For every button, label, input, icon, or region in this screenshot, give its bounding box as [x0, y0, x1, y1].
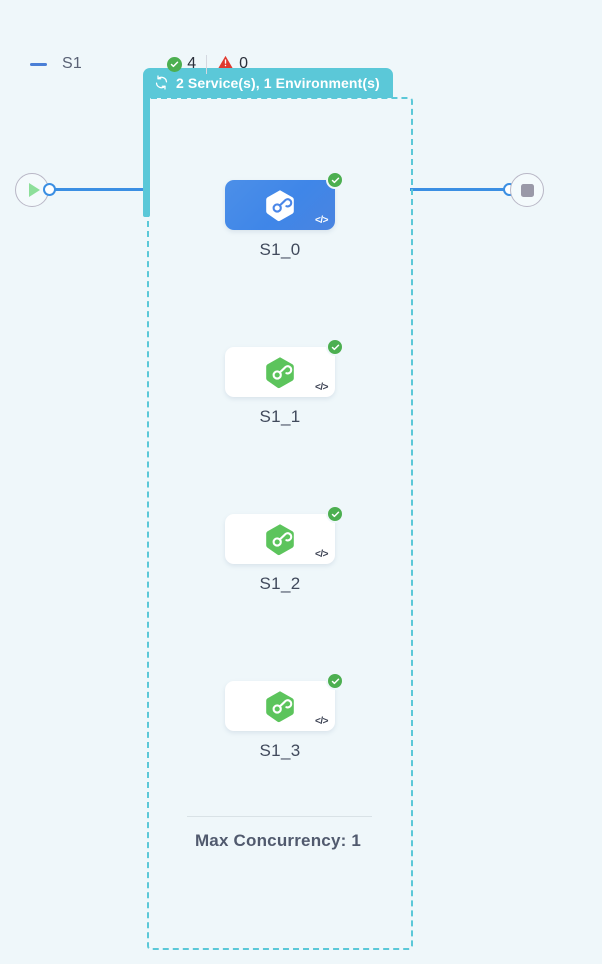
cycle-icon: [154, 75, 169, 90]
node-card[interactable]: </>: [225, 338, 344, 397]
success-counter: 4: [167, 55, 196, 73]
counter-divider: [206, 54, 208, 74]
edge-group-to-end: [410, 188, 506, 191]
group-dashed-container: [147, 97, 413, 950]
group-header-tab[interactable]: 2 Service(s), 1 Environment(s): [143, 68, 393, 98]
start-output-connector[interactable]: [43, 183, 56, 196]
code-icon[interactable]: </>: [315, 382, 328, 393]
error-counter: 0: [217, 54, 248, 75]
end-node[interactable]: [510, 173, 544, 207]
minus-icon[interactable]: [30, 62, 47, 66]
play-icon: [28, 183, 40, 197]
node-label: S1_1: [259, 407, 301, 426]
service-hex-icon: [265, 523, 295, 556]
code-icon[interactable]: </>: [315, 215, 328, 226]
check-circle-icon: [326, 672, 344, 690]
node-s1-1[interactable]: </> S1_1: [225, 338, 344, 426]
node-label: S1_0: [259, 240, 301, 259]
group-header-label: 2 Service(s), 1 Environment(s): [176, 74, 380, 91]
node-label: S1_2: [259, 574, 301, 593]
check-circle-icon: [326, 505, 344, 523]
node-card[interactable]: </>: [225, 505, 344, 564]
warning-triangle-icon: [217, 54, 234, 75]
check-circle-icon: [167, 56, 183, 72]
check-circle-icon: [326, 171, 344, 189]
service-hex-icon: [265, 356, 295, 389]
code-icon[interactable]: </>: [315, 716, 328, 727]
node-card[interactable]: </>: [225, 171, 344, 230]
service-hex-icon: [265, 690, 295, 723]
stop-icon: [520, 183, 534, 197]
max-concurrency-label: Max Concurrency: 1: [194, 831, 362, 850]
group-accent-bar: [143, 97, 150, 217]
error-count: 0: [239, 55, 248, 72]
service-hex-icon: [265, 189, 295, 222]
edge-start-to-group: [54, 188, 146, 191]
node-s1-0[interactable]: </> S1_0: [225, 171, 344, 259]
group-counters: 4 0: [167, 54, 248, 75]
success-count: 4: [187, 55, 197, 72]
node-s1-3[interactable]: </> S1_3: [225, 672, 344, 760]
group-title-row: S1 4 0: [30, 52, 248, 76]
code-icon[interactable]: </>: [315, 549, 328, 560]
footer-divider: [187, 816, 372, 817]
group-name-label: S1: [62, 55, 82, 72]
node-card[interactable]: </>: [225, 672, 344, 731]
node-s1-2[interactable]: </> S1_2: [225, 505, 344, 593]
node-label: S1_3: [259, 741, 301, 760]
check-circle-icon: [326, 338, 344, 356]
